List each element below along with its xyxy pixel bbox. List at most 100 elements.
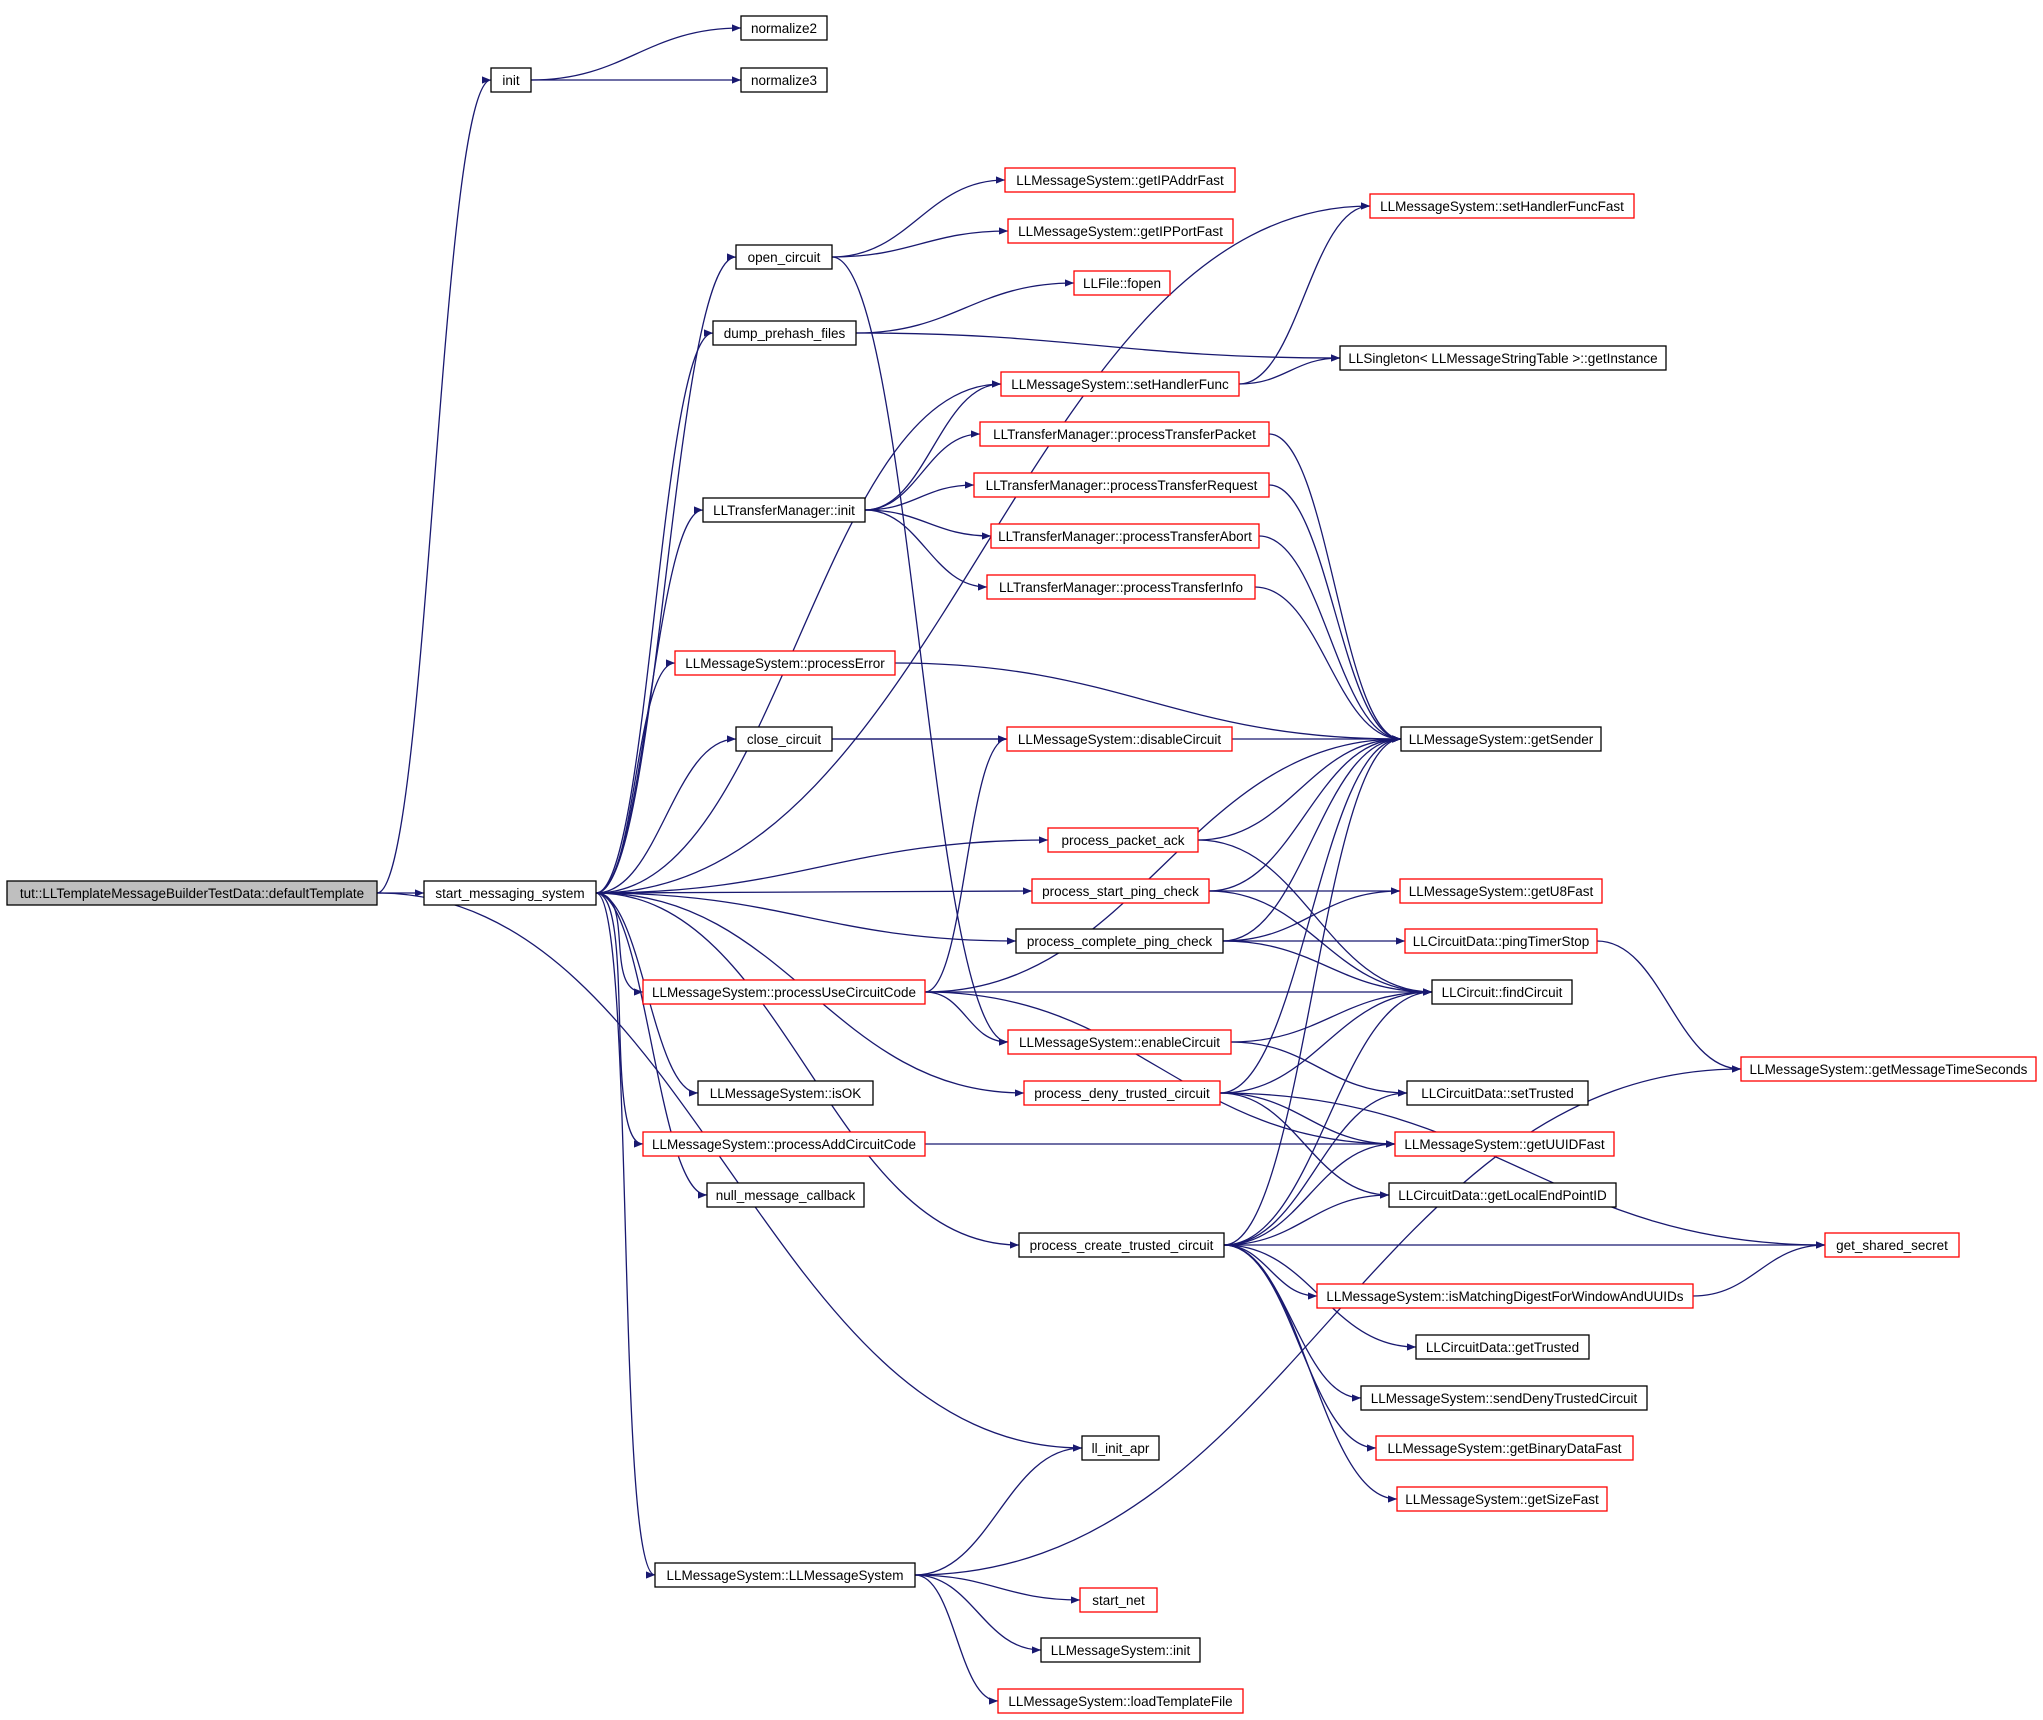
function-node-ll_init_apr[interactable]: ll_init_apr bbox=[1081, 1435, 1160, 1461]
node-box[interactable] bbox=[423, 880, 597, 906]
function-node-getUUIDFast[interactable]: LLMessageSystem::getUUIDFast bbox=[1394, 1131, 1615, 1157]
function-node-root[interactable]: tut::LLTemplateMessageBuilderTestData::d… bbox=[6, 880, 378, 906]
node-box[interactable] bbox=[986, 574, 1256, 600]
node-box[interactable] bbox=[712, 320, 857, 346]
node-box[interactable] bbox=[1415, 1334, 1590, 1360]
node-box[interactable] bbox=[1369, 193, 1635, 219]
function-node-setHandlerFuncFast[interactable]: LLMessageSystem::setHandlerFuncFast bbox=[1369, 193, 1635, 219]
node-box[interactable] bbox=[654, 1562, 916, 1588]
function-node-process_complete_ping_check[interactable]: process_complete_ping_check bbox=[1015, 928, 1224, 954]
node-box[interactable] bbox=[1824, 1232, 1960, 1258]
function-node-loadTemplateFile[interactable]: LLMessageSystem::loadTemplateFile bbox=[997, 1688, 1244, 1714]
node-box[interactable] bbox=[1081, 1435, 1160, 1461]
function-node-start_messaging_system[interactable]: start_messaging_system bbox=[423, 880, 597, 906]
function-node-isOK[interactable]: LLMessageSystem::isOK bbox=[697, 1080, 874, 1106]
node-box[interactable] bbox=[674, 650, 896, 676]
node-box[interactable] bbox=[1006, 726, 1233, 752]
node-box[interactable] bbox=[1316, 1283, 1694, 1309]
function-node-init[interactable]: init bbox=[490, 67, 532, 93]
node-box[interactable] bbox=[973, 472, 1270, 498]
node-box[interactable] bbox=[1388, 1182, 1617, 1208]
node-box[interactable] bbox=[997, 1688, 1244, 1714]
node-box[interactable] bbox=[1079, 1587, 1158, 1613]
node-box[interactable] bbox=[1004, 167, 1236, 193]
node-box[interactable] bbox=[990, 523, 1260, 549]
function-node-dump_prehash_files[interactable]: dump_prehash_files bbox=[712, 320, 857, 346]
function-node-getSizeFast[interactable]: LLMessageSystem::getSizeFast bbox=[1396, 1486, 1608, 1512]
function-node-getSender[interactable]: LLMessageSystem::getSender bbox=[1400, 726, 1602, 752]
function-node-processAddCircuitCode[interactable]: LLMessageSystem::processAddCircuitCode bbox=[642, 1131, 926, 1157]
function-node-setHandlerFunc[interactable]: LLMessageSystem::setHandlerFunc bbox=[1000, 371, 1240, 397]
node-box[interactable] bbox=[1023, 1080, 1221, 1106]
function-node-processTransferPacket[interactable]: LLTransferManager::processTransferPacket bbox=[979, 421, 1270, 447]
node-box[interactable] bbox=[1396, 1486, 1608, 1512]
function-node-disableCircuit[interactable]: LLMessageSystem::disableCircuit bbox=[1006, 726, 1233, 752]
function-node-getBinaryDataFast[interactable]: LLMessageSystem::getBinaryDataFast bbox=[1375, 1435, 1634, 1461]
node-box[interactable] bbox=[1394, 1131, 1615, 1157]
function-node-process_create_trusted_circuit[interactable]: process_create_trusted_circuit bbox=[1018, 1232, 1225, 1258]
function-node-ms_init[interactable]: LLMessageSystem::init bbox=[1040, 1637, 1201, 1663]
function-node-getMessageTimeSeconds[interactable]: LLMessageSystem::getMessageTimeSeconds bbox=[1740, 1056, 2037, 1082]
function-node-tm_init[interactable]: LLTransferManager::init bbox=[702, 497, 866, 523]
function-node-normalize3[interactable]: normalize3 bbox=[740, 67, 828, 93]
function-node-pingTimerStop[interactable]: LLCircuitData::pingTimerStop bbox=[1404, 928, 1598, 954]
function-node-processTransferAbort[interactable]: LLTransferManager::processTransferAbort bbox=[990, 523, 1260, 549]
node-box[interactable] bbox=[1031, 878, 1210, 904]
function-node-ms_ctor[interactable]: LLMessageSystem::LLMessageSystem bbox=[654, 1562, 916, 1588]
function-node-getLocalEndPointID[interactable]: LLCircuitData::getLocalEndPointID bbox=[1388, 1182, 1617, 1208]
function-node-processUseCircuitCode[interactable]: LLMessageSystem::processUseCircuitCode bbox=[642, 979, 926, 1005]
node-box[interactable] bbox=[1740, 1056, 2037, 1082]
node-box[interactable] bbox=[6, 880, 378, 906]
function-node-getIPPortFast[interactable]: LLMessageSystem::getIPPortFast bbox=[1007, 218, 1234, 244]
node-box[interactable] bbox=[1018, 1232, 1225, 1258]
function-node-processTransferInfo[interactable]: LLTransferManager::processTransferInfo bbox=[986, 574, 1256, 600]
node-box[interactable] bbox=[1399, 878, 1603, 904]
function-node-process_packet_ack[interactable]: process_packet_ack bbox=[1047, 827, 1199, 853]
function-node-processTransferRequest[interactable]: LLTransferManager::processTransferReques… bbox=[973, 472, 1270, 498]
node-box[interactable] bbox=[979, 421, 1270, 447]
function-node-getTrusted[interactable]: LLCircuitData::getTrusted bbox=[1415, 1334, 1590, 1360]
node-box[interactable] bbox=[642, 979, 926, 1005]
function-node-process_start_ping_check[interactable]: process_start_ping_check bbox=[1031, 878, 1210, 904]
node-box[interactable] bbox=[1400, 726, 1602, 752]
function-node-fopen[interactable]: LLFile::fopen bbox=[1073, 270, 1171, 296]
node-box[interactable] bbox=[1000, 371, 1240, 397]
function-node-getIPAddrFast[interactable]: LLMessageSystem::getIPAddrFast bbox=[1004, 167, 1236, 193]
node-box[interactable] bbox=[1431, 979, 1573, 1005]
function-node-null_message_callback[interactable]: null_message_callback bbox=[706, 1182, 865, 1208]
node-box[interactable] bbox=[1015, 928, 1224, 954]
node-box[interactable] bbox=[735, 726, 833, 752]
node-box[interactable] bbox=[1007, 218, 1234, 244]
function-node-findCircuit[interactable]: LLCircuit::findCircuit bbox=[1431, 979, 1573, 1005]
function-node-process_deny_trusted_circuit[interactable]: process_deny_trusted_circuit bbox=[1023, 1080, 1221, 1106]
node-box[interactable] bbox=[1360, 1385, 1648, 1411]
function-node-sendDenyTrustedCircuit[interactable]: LLMessageSystem::sendDenyTrustedCircuit bbox=[1360, 1385, 1648, 1411]
function-node-get_shared_secret[interactable]: get_shared_secret bbox=[1824, 1232, 1960, 1258]
node-box[interactable] bbox=[1073, 270, 1171, 296]
node-box[interactable] bbox=[1047, 827, 1199, 853]
node-box[interactable] bbox=[642, 1131, 926, 1157]
function-node-close_circuit[interactable]: close_circuit bbox=[735, 726, 833, 752]
node-box[interactable] bbox=[706, 1182, 865, 1208]
node-box[interactable] bbox=[740, 15, 828, 41]
node-box[interactable] bbox=[1406, 1080, 1589, 1106]
function-node-start_net[interactable]: start_net bbox=[1079, 1587, 1158, 1613]
node-box[interactable] bbox=[1040, 1637, 1201, 1663]
function-node-processError[interactable]: LLMessageSystem::processError bbox=[674, 650, 896, 676]
node-box[interactable] bbox=[1007, 1029, 1232, 1055]
function-node-setTrusted[interactable]: LLCircuitData::setTrusted bbox=[1406, 1080, 1589, 1106]
node-box[interactable] bbox=[490, 67, 532, 93]
function-node-open_circuit[interactable]: open_circuit bbox=[735, 244, 833, 270]
function-node-enableCircuit[interactable]: LLMessageSystem::enableCircuit bbox=[1007, 1029, 1232, 1055]
node-box[interactable] bbox=[1375, 1435, 1634, 1461]
node-box[interactable] bbox=[735, 244, 833, 270]
node-box[interactable] bbox=[1339, 345, 1667, 371]
node-box[interactable] bbox=[702, 497, 866, 523]
function-node-normalize2[interactable]: normalize2 bbox=[740, 15, 828, 41]
function-node-isMatchingDigest[interactable]: LLMessageSystem::isMatchingDigestForWind… bbox=[1316, 1283, 1694, 1309]
function-node-getU8Fast[interactable]: LLMessageSystem::getU8Fast bbox=[1399, 878, 1603, 904]
node-box[interactable] bbox=[740, 67, 828, 93]
node-box[interactable] bbox=[697, 1080, 874, 1106]
node-box[interactable] bbox=[1404, 928, 1598, 954]
function-node-getInstance[interactable]: LLSingleton< LLMessageStringTable >::get… bbox=[1339, 345, 1667, 371]
